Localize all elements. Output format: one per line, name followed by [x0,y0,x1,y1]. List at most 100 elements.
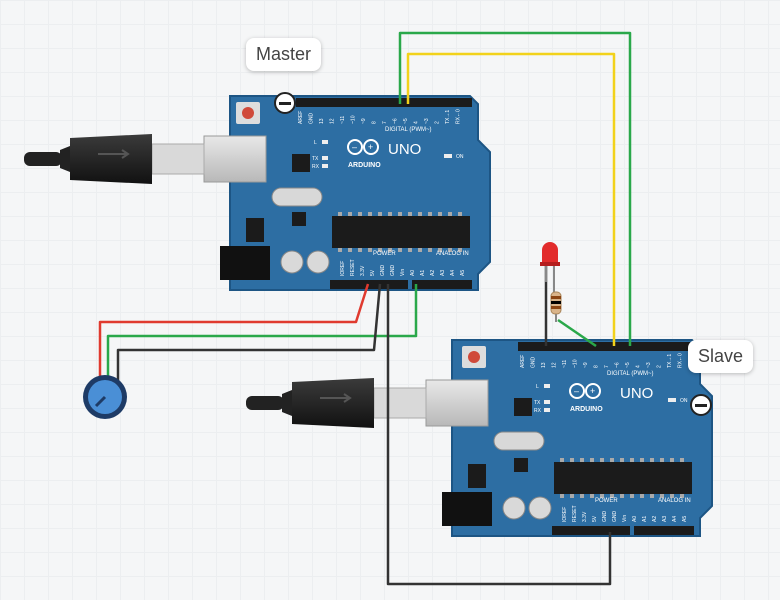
master-power-pin-label: RESET [350,259,356,276]
master-digital-pin-label: 2 [435,121,441,124]
master-minus-icon[interactable] [274,92,296,114]
master-label-text: Master [256,44,312,64]
master-analog-header [412,280,472,289]
slave-digital-pin-label: TX→1 [667,354,673,368]
master-digital-pin-label: 7 [382,121,388,124]
potentiometer[interactable] [83,375,127,419]
slave-power-pin-label: A1 [642,516,648,522]
slave-power-pin-label: IOREF [562,507,568,522]
master-digital-pin-label: 8 [372,121,378,124]
master-digital-pin-label: 12 [330,118,336,124]
slave-power-pin-label: A5 [682,516,688,522]
slave-power-pin-label: GND [602,511,608,523]
wire-yellow-master-to-slave[interactable] [406,52,616,346]
slave-digital-pin-label: 2 [657,365,663,368]
slave-digital-header [518,342,694,351]
wire-black-gnd-to-pot[interactable] [116,283,382,384]
slave-led-rx: RX [534,408,542,414]
master-digital-pin-label: 13 [319,118,325,124]
resistor[interactable] [550,291,562,322]
svg-text:–: – [352,142,357,152]
svg-text:–: – [574,386,579,396]
master-power-pin-label: Vin [400,269,406,276]
slave-label-tag[interactable]: Slave [688,340,754,373]
master-arduino-board[interactable]: – + ARDUINO UNO DIGITAL (PWM~) POWER ANA… [203,95,491,291]
slave-digital-pin-label: ~5 [625,362,631,368]
slave-power-label: POWER [595,498,618,504]
slave-digital-label: DIGITAL (PWM~) [607,371,654,377]
master-digital-pin-label: ~5 [403,118,409,124]
slave-digital-pin-label: ~11 [562,360,568,368]
master-digital-pin-label: GND [309,113,315,125]
master-power-pin-label: A3 [440,270,446,276]
master-power-pin-label: 3.3V [360,265,366,276]
slave-analog-label: ANALOG IN [658,498,691,504]
master-usb-port [203,135,267,183]
slave-reset-button[interactable] [468,351,480,363]
master-power-pin-label: 5V [370,269,376,276]
master-power-pin-label: A4 [450,270,456,276]
slave-usb-cable[interactable] [246,378,427,428]
slave-power-pin-label: A4 [672,516,678,522]
slave-power-pin-label: A3 [662,516,668,522]
svg-text:+: + [590,386,595,396]
master-usb-cable[interactable] [24,134,205,184]
slave-led-on: ON [680,398,688,404]
master-digital-pin-label: ~6 [393,118,399,124]
master-led-l: L [314,140,317,146]
master-power-pin-label: GND [390,265,396,277]
wire-green-pot-to-a0[interactable] [106,284,418,384]
master-power-jack [220,246,270,280]
master-digital-pin-label: ~9 [361,118,367,124]
wire-green-master-to-slave[interactable] [398,31,632,346]
master-digital-pin-label: ~11 [340,116,346,124]
slave-brand-text: ARDUINO [570,406,603,413]
slave-power-pin-label: A0 [632,516,638,522]
master-led-tx: TX [312,156,319,162]
slave-digital-pin-label: 4 [636,365,642,368]
slave-digital-pin-label: RX←0 [678,353,684,368]
master-atmega-chip [332,216,470,248]
master-digital-pin-label: RX←0 [456,109,462,124]
master-label-tag[interactable]: Master [246,38,322,71]
slave-power-pin-label: Vin [622,515,628,522]
slave-atmega-chip [554,462,692,494]
master-digital-pin-label: TX→1 [445,110,451,124]
slave-label-text: Slave [698,346,744,366]
slave-power-header [552,526,630,535]
wire-green-resistor-to-d9[interactable] [557,318,597,348]
slave-power-jack [442,492,492,526]
slave-led-l: L [536,384,539,390]
wire-red-5v-to-pot[interactable] [98,283,370,384]
master-reset-button[interactable] [242,107,254,119]
slave-digital-pin-label: 12 [552,362,558,368]
slave-digital-pin-label: AREF [520,355,526,368]
slave-power-pin-label: GND [612,511,618,523]
slave-arduino-logo: – + [569,383,601,399]
master-led-rx: RX [312,164,320,170]
slave-digital-pin-label: ~6 [615,362,621,368]
slave-digital-pin-label: GND [531,357,537,369]
red-led[interactable] [540,242,560,292]
master-digital-header [296,98,472,107]
slave-arduino-board[interactable]: – + ARDUINO UNO DIGITAL (PWM~) POWER ANA… [425,339,713,537]
master-power-pin-label: GND [380,265,386,277]
master-arduino-logo: – + [347,139,379,155]
master-digital-pin-label: ~3 [424,118,430,124]
slave-power-pin-label: 3.3V [582,511,588,522]
slave-analog-header [634,526,694,535]
slave-model-text: UNO [620,385,653,402]
slave-digital-pin-label: ~9 [583,362,589,368]
wire-black-master-gnd-to-slave-gnd[interactable] [386,284,612,586]
slave-led-tx: TX [534,400,541,406]
slave-minus-icon[interactable] [690,394,712,416]
master-analog-label: ANALOG IN [436,251,469,257]
master-power-pin-label: IOREF [340,261,346,276]
master-power-pin-label: A1 [420,270,426,276]
master-power-label: POWER [373,251,396,257]
